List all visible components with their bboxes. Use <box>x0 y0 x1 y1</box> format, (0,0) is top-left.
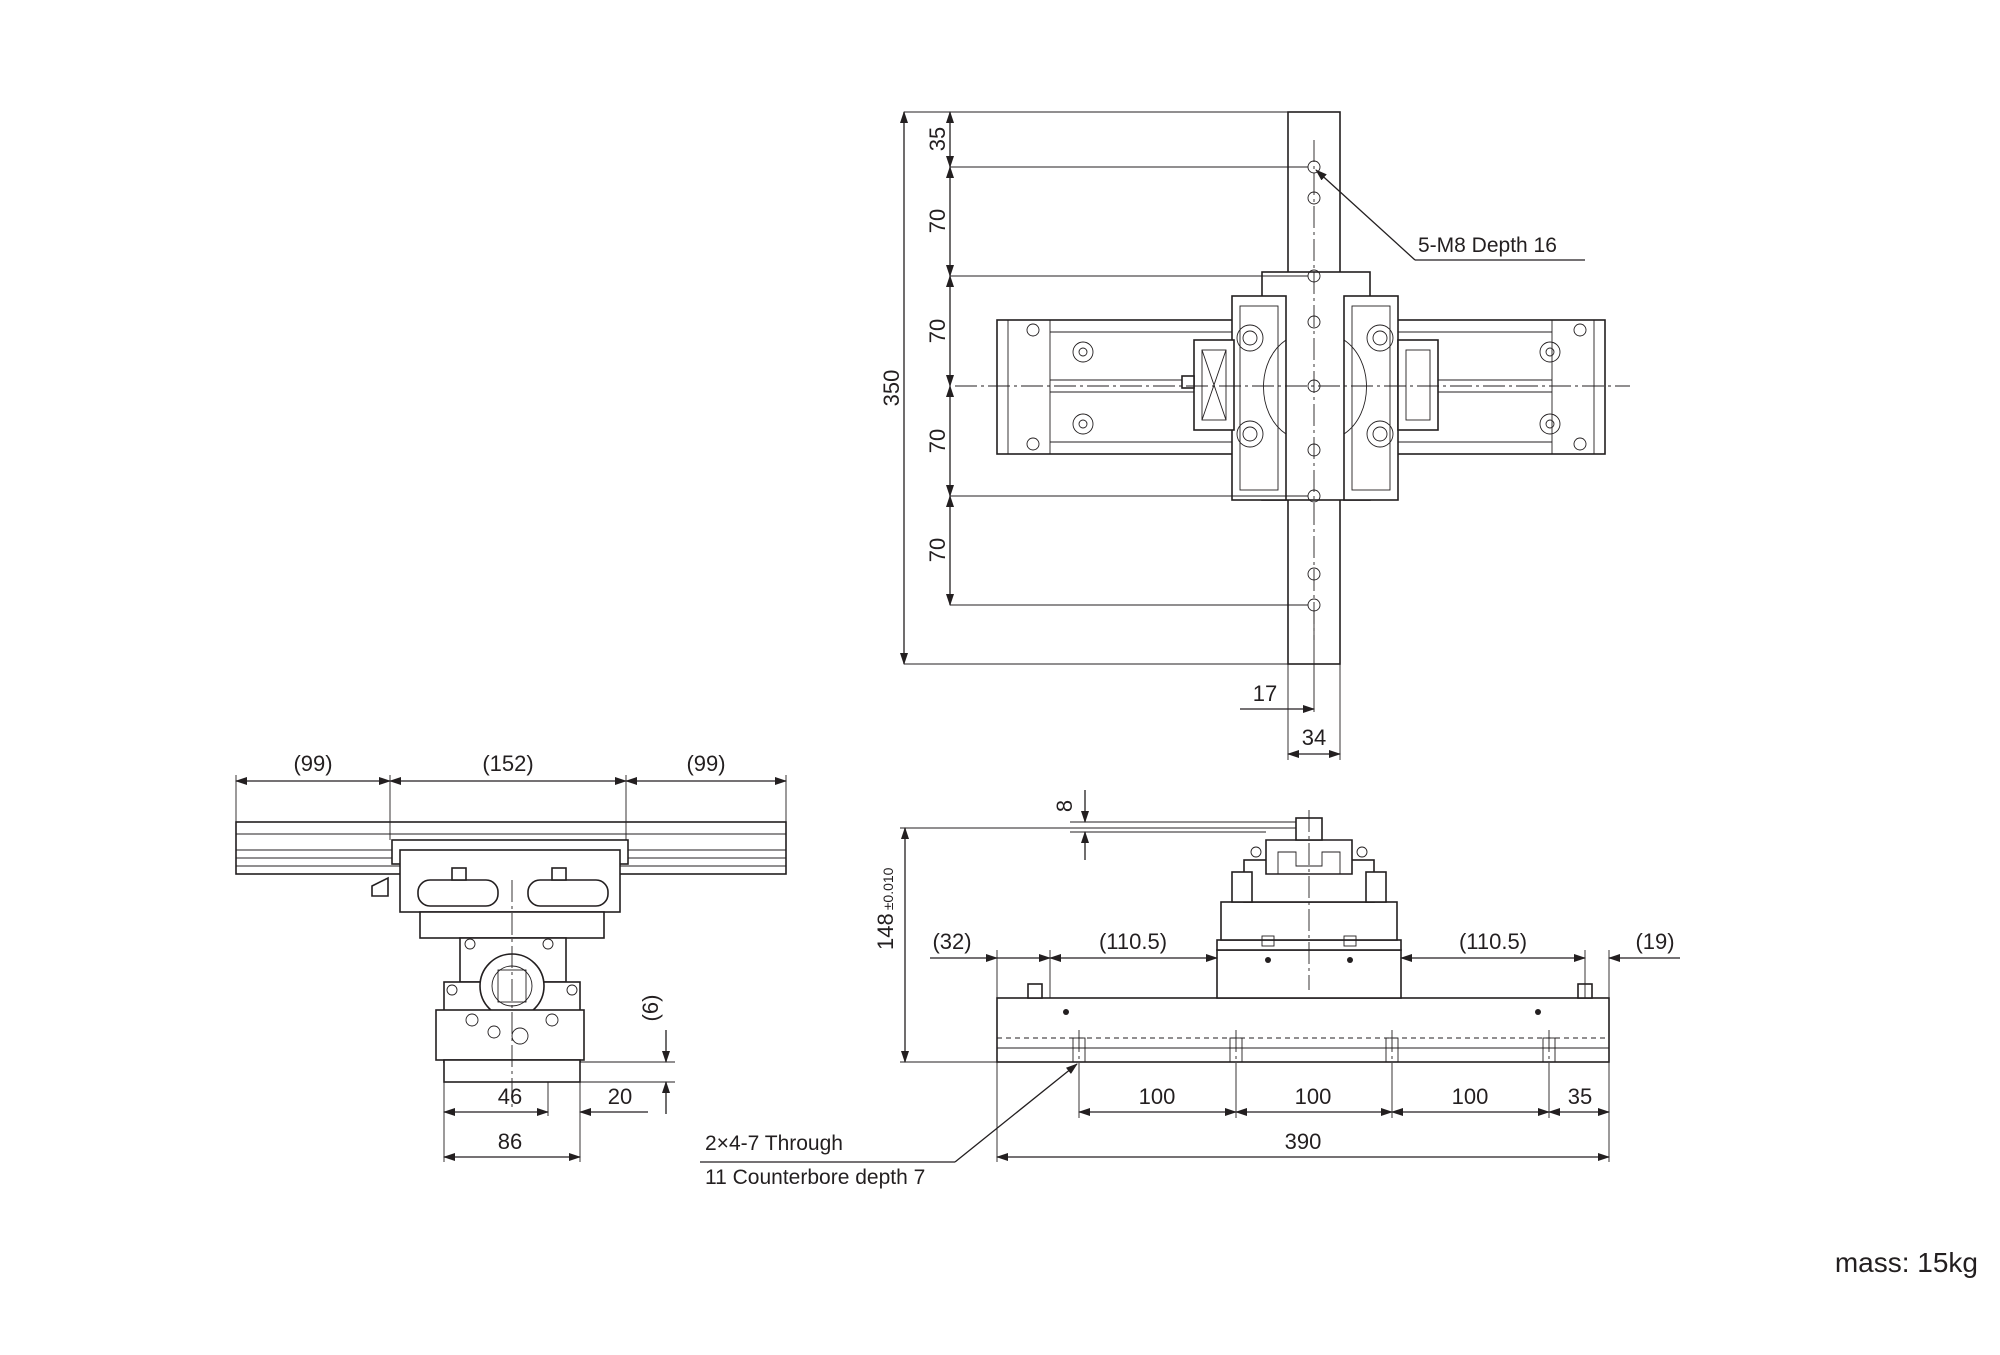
dim-46: 46 <box>498 1084 522 1109</box>
dim-19: (19) <box>1635 929 1674 954</box>
dim-8: 8 <box>1052 800 1077 812</box>
dim-148-tolerance: ±0.010 <box>880 867 896 910</box>
dim-35-front: 35 <box>1568 1084 1592 1109</box>
dim-148: 148±0.010 <box>873 867 898 950</box>
dim-70-c: 70 <box>925 429 950 453</box>
dim-70-b: 70 <box>925 319 950 343</box>
front-view: 8 148±0.010 (32) (110.5) (110.5) (19) 10… <box>700 790 1680 1189</box>
dim-32: (32) <box>932 929 971 954</box>
dim-110-5-left: (110.5) <box>1099 929 1167 954</box>
dim-70-d: 70 <box>925 538 950 562</box>
dim-35-top: 35 <box>925 127 950 151</box>
slider-bolts <box>1026 323 1587 451</box>
dim-152: (152) <box>482 751 533 776</box>
dim-70-a: 70 <box>925 209 950 233</box>
dim-86: 86 <box>498 1129 522 1154</box>
top-view: 35 70 70 70 70 350 17 34 5-M8 Depth 16 <box>879 111 1630 760</box>
rail-front <box>996 997 1610 1063</box>
dim-20: 20 <box>608 1084 632 1109</box>
dim-34: 34 <box>1302 725 1326 750</box>
dim-99-right: (99) <box>686 751 725 776</box>
dim-100-c: 100 <box>1452 1084 1489 1109</box>
dim-6: (6) <box>638 995 663 1022</box>
note-through-holes: 2×4-7 Through <box>705 1132 843 1155</box>
dim-100-b: 100 <box>1295 1084 1332 1109</box>
left-view: (99) (152) (99) (6) 46 20 86 <box>235 751 787 1162</box>
note-counterbore: 11 Counterbore depth 7 <box>705 1166 925 1189</box>
dim-350: 350 <box>879 370 904 407</box>
mass-label: mass: 15kg <box>1835 1247 1978 1278</box>
dim-17: 17 <box>1253 681 1277 706</box>
dim-110-5-right: (110.5) <box>1459 929 1527 954</box>
dim-99-left: (99) <box>293 751 332 776</box>
dim-390: 390 <box>1285 1129 1322 1154</box>
note-5-m8-depth-16: 5-M8 Depth 16 <box>1418 234 1557 257</box>
dim-100-a: 100 <box>1139 1084 1176 1109</box>
mounting-holes <box>1027 983 1593 1070</box>
